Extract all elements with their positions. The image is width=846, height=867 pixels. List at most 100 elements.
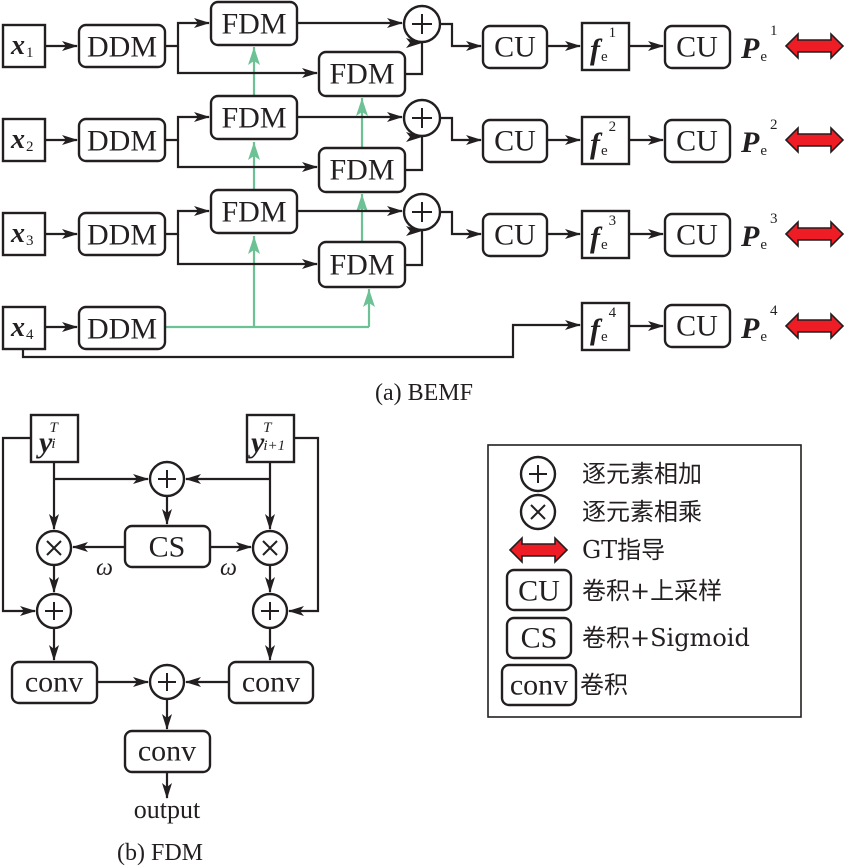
arrow [440, 22, 482, 51]
gt-guidance-arrow-icon [784, 312, 845, 340]
legend: 逐元素相加 逐元素相乘 GT指导 CU 卷积+上采样 CS 卷积+Sigmoid… [487, 444, 802, 718]
arrow [176, 140, 318, 172]
green-arrowhead [248, 47, 260, 65]
gt-guidance-arrow-icon [784, 126, 845, 154]
legend-label: 逐元素相加 [582, 460, 702, 488]
plus-icon [45, 602, 63, 620]
feature-f2-label: fe2 [590, 119, 616, 160]
prediction-p4-label: Pe4 [740, 303, 778, 345]
ddm-label: DDM [87, 219, 157, 252]
plus-icon [412, 14, 432, 34]
ddm-box-4 [77, 305, 167, 351]
green-arrowhead [248, 236, 260, 254]
cu-box-2b [663, 118, 732, 164]
cu-box-3b [663, 212, 732, 258]
fdm-label: FDM [329, 154, 394, 187]
row-1: x1 DDM FDM FDM CU fe1 CU Pe1 [1, 0, 845, 98]
input-x1-label: x1 [10, 30, 34, 61]
cu-label: CU [494, 31, 536, 64]
ddm-label: DDM [87, 31, 157, 64]
green-guide-lines [165, 47, 375, 329]
cu-label: CU [676, 219, 718, 252]
arrow [440, 210, 482, 239]
cs-legend-box [505, 616, 573, 660]
skip-connection-x4 [21, 320, 581, 359]
plus-icon [529, 465, 547, 483]
feature-f4-label: fe4 [590, 305, 617, 346]
weight-omega-left: ω [96, 555, 113, 581]
legend-item-multiply: 逐元素相乘 [519, 493, 702, 531]
plus-icon [158, 673, 176, 691]
skip-left [1, 436, 36, 616]
fdm-label: FDM [329, 249, 394, 282]
prediction-p3-label: Pe3 [740, 211, 778, 253]
figure-b-fdm: yiT yi+1T CS ω ω con [1, 413, 320, 866]
fdm-label: FDM [221, 196, 286, 229]
cu-box-4b [663, 303, 732, 349]
legend-box-label: CS [521, 622, 558, 655]
input-x2-label: x2 [10, 124, 34, 155]
weight-omega-right: ω [220, 555, 237, 581]
arrow [176, 46, 318, 78]
figure-a-bemf: x1 DDM FDM FDM CU fe1 CU Pe1 [1, 0, 845, 406]
legend-item-gt: GT指导 [508, 536, 665, 564]
conv-legend-box [500, 663, 578, 707]
times-icon [46, 540, 62, 556]
fdm-label: FDM [221, 102, 286, 135]
feature-box-3 [580, 209, 631, 260]
plus-icon [412, 202, 432, 222]
arrow [405, 38, 424, 76]
row-4: x4 DDM fe4 CU Pe4 [1, 301, 845, 359]
green-arrowhead [363, 289, 375, 307]
legend-item-add: 逐元素相加 [519, 455, 702, 493]
caption-a: (a) BEMF [375, 380, 473, 406]
skip-right [288, 436, 320, 616]
arrow [165, 112, 210, 142]
caption-b: (b) FDM [117, 840, 203, 866]
arrow [405, 132, 424, 172]
legend-item-cu: CU 卷积+上采样 [505, 568, 722, 612]
cu-label: CU [494, 219, 536, 252]
red-double-arrow-icon [508, 536, 569, 564]
input-yi-label: yiT [36, 420, 60, 459]
prediction-p2-label: Pe2 [740, 117, 778, 159]
gt-guidance-arrow-icon [784, 32, 845, 60]
gt-guidance-arrow-icon [784, 220, 845, 248]
legend-item-conv: conv 卷积 [500, 663, 628, 707]
feature-box-4 [580, 301, 631, 352]
input-x3-label: x3 [10, 218, 34, 249]
conv-label: conv [25, 666, 83, 699]
ddm-label: DDM [87, 125, 157, 158]
arrow [440, 116, 482, 145]
fdm-label: FDM [329, 58, 394, 91]
arrow [165, 206, 210, 236]
times-icon [262, 540, 278, 556]
prediction-p1-label: Pe1 [740, 23, 778, 65]
feature-box-2 [580, 115, 631, 166]
times-icon [530, 504, 546, 520]
plus-icon [261, 602, 279, 620]
cu-label: CU [676, 125, 718, 158]
fdm-label: FDM [221, 8, 286, 41]
row-2: x2 DDM FDM FDM CU fe2 CU Pe2 [1, 94, 845, 194]
legend-box-label: CU [518, 575, 560, 608]
input-box-yi [29, 413, 80, 464]
legend-label: GT指导 [582, 536, 665, 564]
green-arrowhead [248, 142, 260, 160]
cu-box-1b [663, 24, 732, 70]
cu-label: CU [676, 31, 718, 64]
cu-label: CU [494, 125, 536, 158]
output-label: output [134, 795, 201, 824]
legend-label: 卷积 [580, 671, 628, 699]
legend-item-cs: CS 卷积+Sigmoid [505, 616, 750, 660]
input-box-yi1 [245, 413, 296, 464]
input-x4-label: x4 [10, 312, 34, 343]
cs-label: CS [149, 531, 186, 564]
arrow [165, 18, 210, 48]
legend-box-label: conv [510, 669, 568, 702]
arrow [176, 234, 318, 269]
legend-label: 卷积+Sigmoid [582, 624, 750, 652]
ddm-label: DDM [87, 313, 157, 346]
feature-f3-label: fe3 [590, 213, 616, 254]
